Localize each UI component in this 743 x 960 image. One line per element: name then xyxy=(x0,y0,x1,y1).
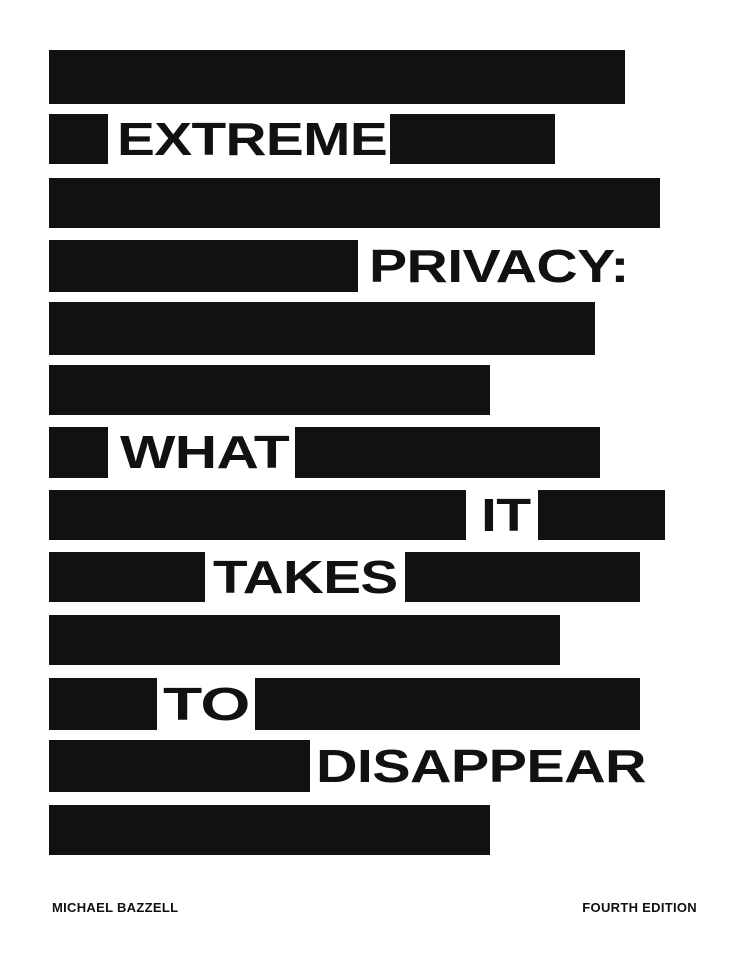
redaction-bar xyxy=(405,552,640,602)
redaction-bar xyxy=(255,678,640,730)
redaction-bar xyxy=(49,302,595,355)
redaction-bar xyxy=(49,615,560,665)
redaction-bar xyxy=(49,678,157,730)
title-word: TO xyxy=(163,678,250,730)
redaction-bar xyxy=(390,114,555,164)
redaction-bar xyxy=(49,178,660,228)
author-name: MICHAEL BAZZELL xyxy=(52,900,179,915)
redaction-bar xyxy=(49,740,310,792)
redaction-bar xyxy=(538,490,665,540)
title-word: WHAT xyxy=(120,426,290,478)
redaction-bar xyxy=(49,365,490,415)
title-word: EXTREME xyxy=(117,113,388,165)
title-word: PRIVACY: xyxy=(369,240,629,292)
title-word: TAKES xyxy=(213,551,398,603)
redaction-bar xyxy=(49,427,108,478)
redaction-bar xyxy=(49,50,625,104)
edition-label: FOURTH EDITION xyxy=(582,900,697,915)
redaction-bar xyxy=(49,490,466,540)
redaction-bar xyxy=(295,427,600,478)
redaction-bar xyxy=(49,114,108,164)
redaction-bar xyxy=(49,240,358,292)
title-word: IT xyxy=(481,489,531,541)
redaction-bar xyxy=(49,805,490,855)
redaction-bar xyxy=(49,552,205,602)
title-word: DISAPPEAR xyxy=(316,740,647,792)
